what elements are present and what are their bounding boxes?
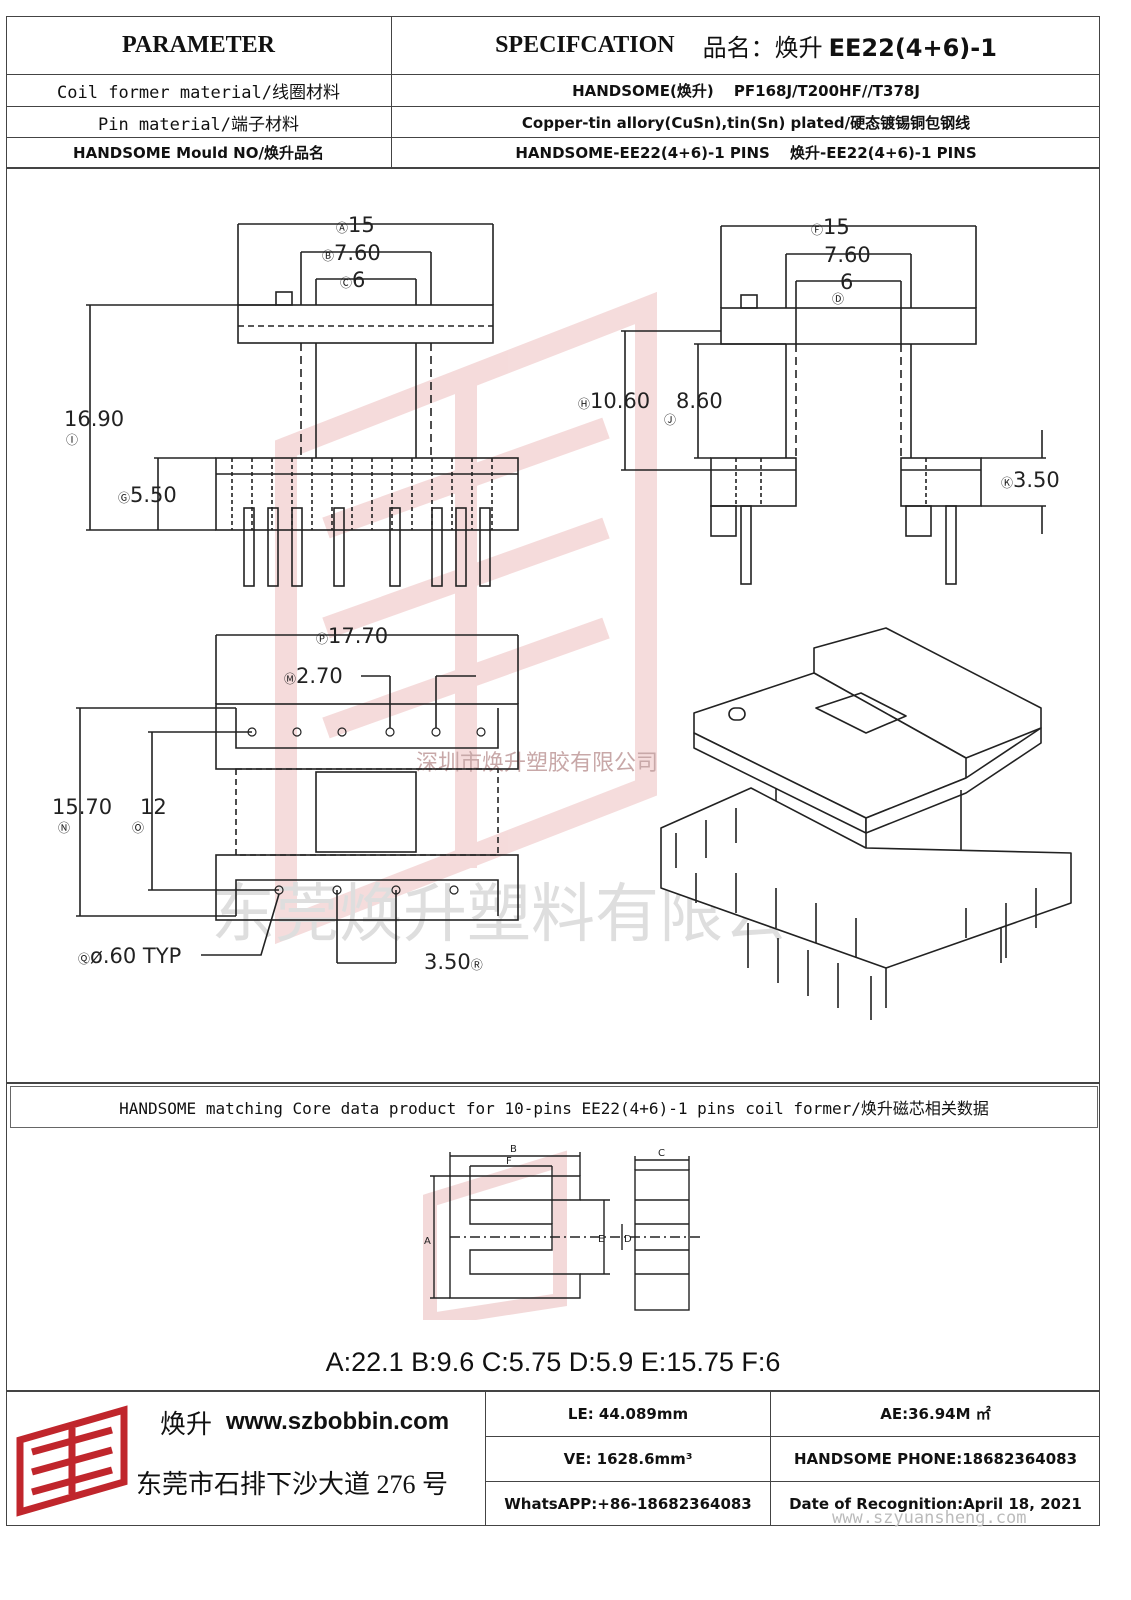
dim-i: 16.90 [64, 407, 124, 431]
dim-j: 8.60 [676, 389, 723, 413]
dim-j-label: Ⓙ [664, 413, 676, 427]
core-caption: HANDSOME matching Core data product for … [119, 1099, 989, 1118]
dim-m: Ⓜ2.70 [284, 664, 343, 688]
company-logo [16, 1405, 128, 1517]
dim-n-label: Ⓝ [58, 821, 70, 835]
ve-value: VE: 1628.6mm³ [563, 1450, 693, 1468]
dim-h: Ⓗ10.60 [578, 389, 650, 413]
le-value: LE: 44.089mm [567, 1404, 689, 1423]
dim-f: Ⓕ15 [811, 215, 850, 239]
core-label-d: D [624, 1234, 632, 1245]
spec-mould-no: HANDSOME-EE22(4+6)-1 PINS 焕升-EE22(4+6)-1… [515, 144, 977, 162]
website-link[interactable]: www.szbobbin.com [226, 1408, 450, 1435]
product-name-prefix: 品名：焕升 [702, 35, 829, 62]
dim-o-label: Ⓞ [132, 821, 144, 835]
spec-pin-material: Copper-tin allory(CuSn),tin(Sn) plated/硬… [521, 113, 971, 132]
header-table: PARAMETER SPECIFCATION 品名：焕升 EE22(4+6)-1… [6, 16, 1100, 169]
core-label-c: C [658, 1148, 665, 1159]
core-drawing: B F C A E D [423, 1144, 700, 1320]
core-caption-box [10, 1086, 1098, 1128]
brand-name: 焕升 [160, 1409, 213, 1439]
dim-pitch: 3.50Ⓡ [424, 950, 483, 974]
dim-i-label: Ⓘ [66, 433, 78, 447]
dim-b: Ⓑ7.60 [322, 241, 381, 265]
watermark-url: www.szyuansheng.com [832, 1508, 1027, 1528]
dim-pin-diameter: Ⓠø.60 TYP [78, 944, 181, 968]
top-view [76, 634, 519, 964]
watermark-small-text: 深圳市焕升塑胶有限公司 [416, 751, 658, 776]
dim-o: 12 [140, 795, 167, 819]
param-pin-material: Pin material/端子材料 [97, 114, 300, 135]
ae-value: AE:36.94M ㎡ [880, 1405, 991, 1423]
core-label-a: A [424, 1236, 431, 1247]
dim-g: Ⓖ5.50 [118, 483, 177, 507]
technical-drawing: 深圳市焕升塑胶有限公司 东莞焕升塑料有限公司 [52, 213, 1072, 1020]
dim-a: Ⓐ15 [336, 213, 375, 237]
watermark-logo [275, 291, 657, 945]
dim-k: Ⓚ3.50 [1001, 468, 1060, 492]
dim-n: 15.70 [52, 795, 112, 819]
specification-header: SPECIFCATION 品名：焕升 EE22(4+6)-1 [495, 31, 997, 62]
product-name-code: EE22(4+6)-1 [828, 33, 997, 62]
core-dimensions: A:22.1 B:9.6 C:5.75 D:5.9 E:15.75 F:6 [325, 1346, 781, 1377]
spec-sheet-frame [6, 16, 1100, 1526]
recognition-date: Date of Recognition:April 18, 2021 [789, 1495, 1082, 1513]
brand-line: 焕升 www.szbobbin.com [160, 1404, 449, 1440]
param-mould-no: HANDSOME Mould NO/焕升品名 [73, 144, 324, 162]
dim-d-label: Ⓓ [832, 292, 844, 306]
side-view [621, 225, 1046, 585]
parameter-header: PARAMETER [122, 31, 275, 58]
isometric-view [660, 627, 1072, 1020]
front-view [86, 223, 519, 587]
i-core-profile [634, 1169, 690, 1311]
dim-p: Ⓟ17.70 [316, 624, 388, 648]
core-label-e: E [598, 1234, 604, 1245]
dim-d: 6 [840, 270, 853, 294]
param-coil-former-material: Coil former material/线圈材料 [57, 83, 340, 103]
whatsapp-value: WhatsAPP:+86-18682364083 [504, 1495, 752, 1513]
dim-c: Ⓒ6 [340, 268, 365, 292]
spec-coil-former-material: HANDSOME(焕升) PF168J/T200HF//T378J [572, 82, 920, 100]
dim-e: 7.60 [824, 243, 871, 267]
core-label-b: B [510, 1144, 517, 1155]
company-address: 东莞市石排下沙大道 276 号 [136, 1470, 449, 1499]
core-label-f: F [506, 1156, 512, 1167]
phone-value: HANDSOME PHONE:18682364083 [793, 1450, 1078, 1468]
